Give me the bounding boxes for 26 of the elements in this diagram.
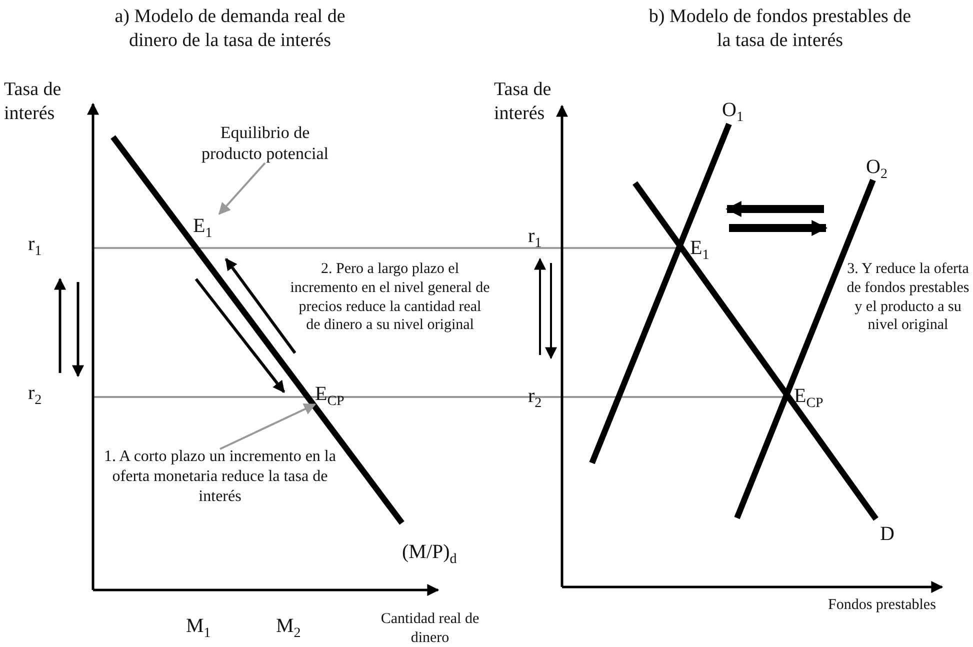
axis-label: Tasa de interés	[494, 78, 552, 126]
annotation-text: 2. Pero a largo plazo el incremento en el nivel general de precios reduce la cantidad real de dinero a su nivel original	[290, 260, 490, 335]
annotation-text: 1. A corto plazo un incremento en la oferta monetaria reduce la tasa de interés	[100, 447, 340, 507]
point-label: E$_{CP}$	[315, 382, 357, 407]
point-label: E$_{1}$	[193, 214, 223, 239]
annotation-text: Equilibrio de producto potencial	[190, 122, 340, 164]
leader-line	[218, 162, 266, 215]
axis-label: Tasa de interés	[4, 78, 62, 126]
leader-line	[220, 403, 316, 450]
point-label: E$_{1}$	[690, 236, 710, 261]
panel-title: b) Modelo de fondos prestables de la tasa de interés	[648, 5, 912, 52]
tick-label: M$_{1}$	[186, 614, 212, 639]
tick-label: M$_{2}$	[276, 614, 302, 639]
axis-label: Fondos prestables	[828, 596, 937, 615]
curve-label: D	[880, 522, 896, 547]
tick-label: r$_{2}$	[528, 384, 543, 409]
curve-label: (M/P)$_{d}$	[402, 540, 458, 565]
axis-label: Cantidad real de dinero	[380, 610, 480, 647]
tick-label: r$_{1}$	[528, 224, 543, 249]
annotation-text: 3. Y reduce la oferta de fondos prestables y el producto a su nivel original	[846, 260, 970, 335]
panel-title: a) Modelo de demanda real de dinero de la tasa de interés	[114, 5, 346, 52]
tick-label: r$_{2}$	[28, 381, 43, 406]
tick-label: r$_{1}$	[28, 232, 43, 257]
curve-label: O$_{1}$	[722, 98, 744, 123]
curve-label: O$_{2}$	[866, 155, 888, 180]
point-label: E$_{CP}$	[794, 384, 824, 409]
